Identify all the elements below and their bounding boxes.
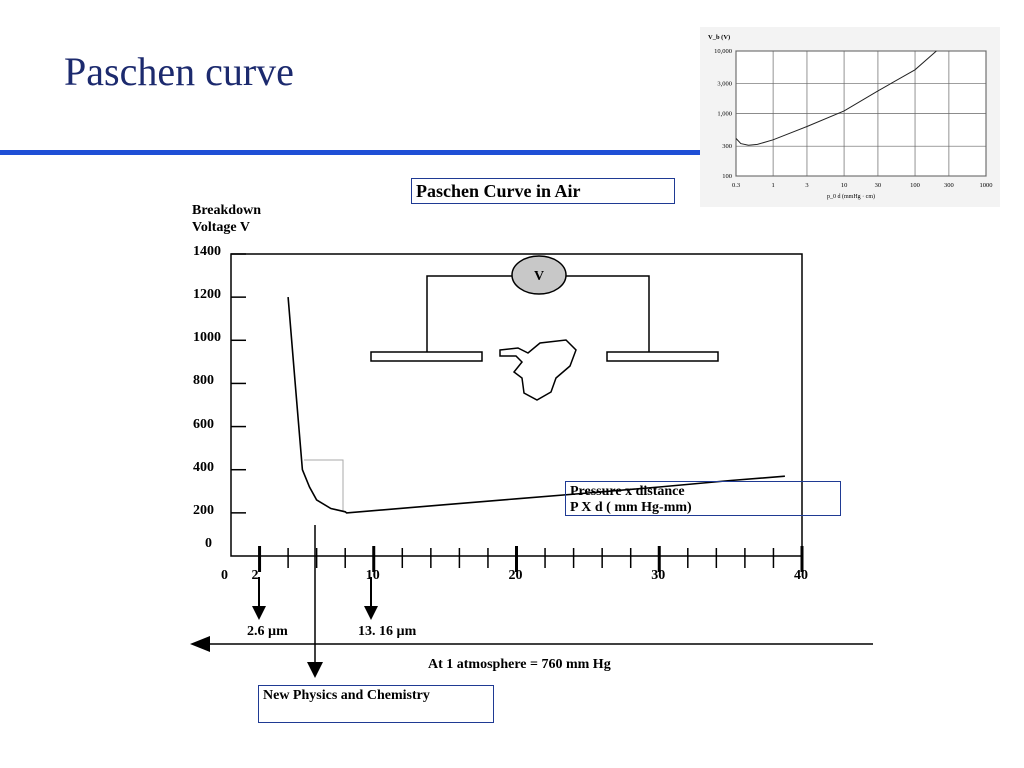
circuit-wire-left (426, 275, 512, 352)
voltmeter-icon (511, 255, 567, 295)
title-underline (0, 150, 700, 155)
inset-x-tick-label: 30 (875, 182, 882, 189)
marker-arrowhead-small (252, 606, 266, 620)
y-tick-label: 1000 (193, 330, 221, 346)
breakdown-curve-line (287, 297, 785, 514)
y-tick-label: 400 (193, 459, 214, 475)
inset-y-axis-label: V_b (V) (708, 34, 730, 41)
x-tick-label: 40 (794, 568, 808, 583)
pressure-box: Pressure x distance P X d ( mm Hg-mm) (565, 481, 841, 516)
inset-x-tick-label: 10 (841, 182, 848, 189)
inset-y-tick-label: 100 (722, 173, 732, 180)
marker-mid-label: 13. 16 µm (358, 624, 417, 639)
y-tick-label: 200 (193, 502, 214, 518)
marker-small-label: 2.6 µm (247, 624, 288, 639)
inset-x-tick-label: 0.3 (732, 182, 740, 189)
inset-x-tick-label: 3 (805, 182, 808, 189)
x-tick-label: 10 (365, 568, 380, 583)
inset-y-tick-label: 3,000 (717, 81, 732, 88)
inset-y-tick-label: 300 (722, 143, 732, 150)
y-tick-label: 1200 (193, 287, 221, 303)
inset-curve-line (735, 50, 937, 146)
inset-x-tick-label: 300 (944, 182, 954, 189)
electrode-right (606, 351, 719, 362)
region-arrowhead (307, 662, 323, 678)
x-tick-label: 20 (508, 568, 523, 583)
voltmeter-label: V (534, 269, 544, 284)
knee-guide (304, 459, 344, 512)
inset-x-tick-label: 1 (771, 182, 774, 189)
chart-title: Paschen Curve in Air (411, 178, 675, 204)
curve-layer (287, 297, 785, 514)
x-tick-label: 30 (651, 568, 666, 583)
inset-x-tick-label: 100 (910, 182, 920, 189)
inset-chart-svg: 0.3 1 3 10 30 100 300 1000 100 300 1,000 3,000 10,00… (708, 34, 993, 200)
circuit-wire-right (566, 275, 650, 352)
pressure-line1: Pressure x distance (570, 484, 685, 499)
pressure-line2: P X d ( mm Hg-mm) (570, 500, 692, 515)
y-tick-label: 800 (193, 373, 214, 389)
marker-arrowhead-mid (364, 606, 378, 620)
y-axis-label: Breakdown Voltage V (192, 202, 282, 236)
y-tick-label: 0 (205, 536, 212, 551)
y-tick-label: 600 (193, 416, 214, 432)
x-tick-label: 2 (251, 568, 259, 583)
inset-y-tick-label: 10,000 (714, 48, 732, 55)
electrode-left (370, 351, 483, 362)
y-tick-label: 1400 (193, 244, 221, 259)
atmosphere-arrowhead (190, 636, 210, 652)
inset-y-tick-label: 1,000 (717, 111, 732, 118)
atmosphere-label: At 1 atmosphere = 760 mm Hg (428, 657, 611, 672)
inset-chart: 0.3 1 3 10 30 100 300 1000 100 300 1,000 3,000 10,00… (700, 27, 1000, 207)
inset-x-axis-label: p_0 d (mmHg · cm) (827, 193, 875, 200)
x-tick-layer (258, 546, 804, 572)
gas-blob-shape (499, 339, 577, 401)
slide-title: Paschen curve (64, 49, 294, 94)
y-tick-layer (231, 253, 246, 514)
region-box: New Physics and Chemistry (258, 685, 494, 723)
y-axis-label-text: Breakdown Voltage V (192, 203, 261, 235)
inset-x-tick-label: 1000 (980, 182, 993, 189)
x-tick-label: 0 (221, 568, 228, 583)
